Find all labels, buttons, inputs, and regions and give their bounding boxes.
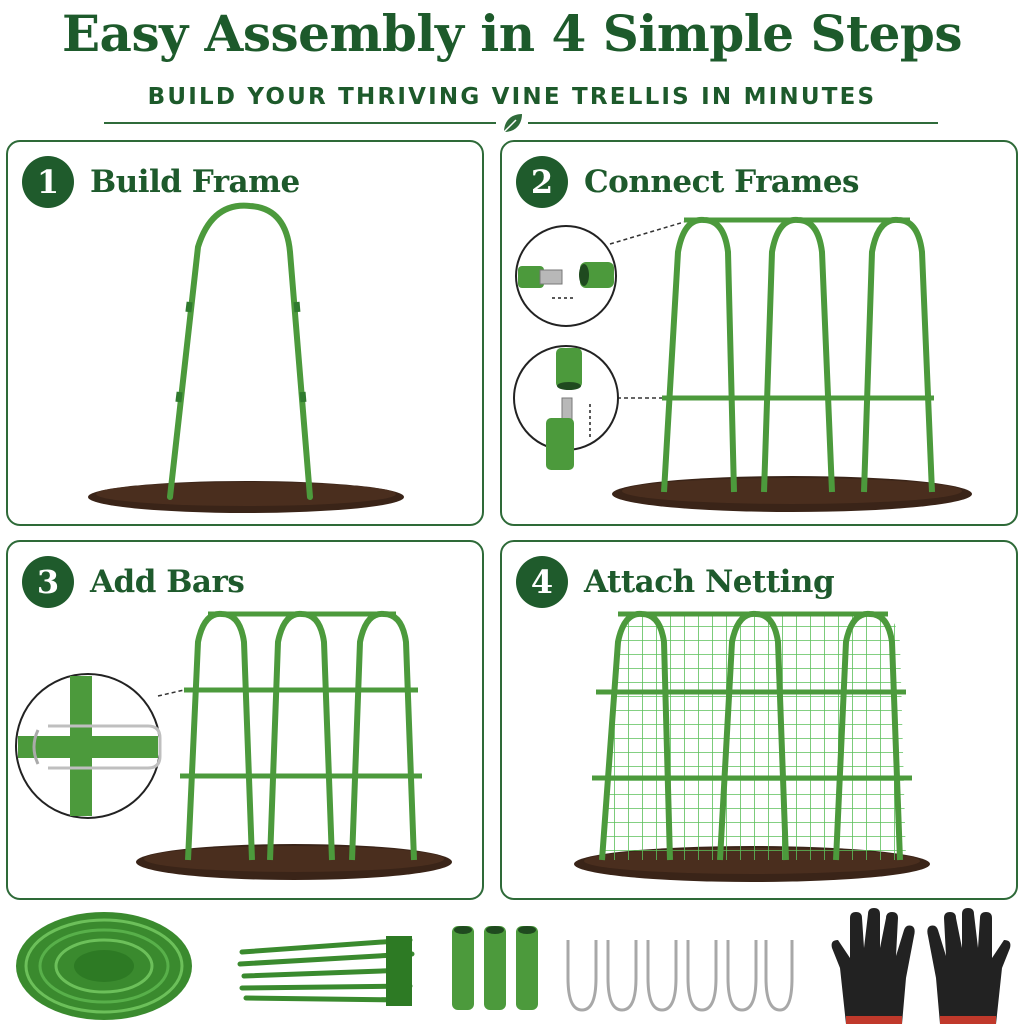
netting-attached-illustration bbox=[574, 610, 930, 882]
netting-roll-icon bbox=[16, 912, 192, 1020]
page-title: Easy Assembly in 4 Simple Steps bbox=[61, 4, 963, 63]
step-header-2: 2 Connect Frames bbox=[516, 156, 860, 208]
page-subtitle: BUILD YOUR THRIVING VINE TRELLIS IN MINU… bbox=[147, 84, 877, 110]
divider-left bbox=[104, 122, 496, 124]
step-number-badge: 3 bbox=[22, 556, 74, 608]
step-number-badge: 2 bbox=[516, 156, 568, 208]
step-panel-2: 2 Connect Frames bbox=[500, 140, 1018, 526]
step-number-badge: 4 bbox=[516, 556, 568, 608]
leaf-icon bbox=[503, 114, 522, 133]
step-title: Connect Frames bbox=[584, 164, 860, 200]
cable-ties-icon bbox=[237, 936, 415, 1006]
step-panel-1: 1 Build Frame bbox=[6, 140, 484, 526]
connected-frames-illustration bbox=[513, 216, 972, 512]
step-title: Attach Netting bbox=[584, 564, 835, 600]
gloves-icon bbox=[831, 908, 1011, 1024]
step-title: Add Bars bbox=[90, 564, 245, 600]
step-panel-4: 4 Attach Netting bbox=[500, 540, 1018, 900]
step-header-3: 3 Add Bars bbox=[22, 556, 245, 608]
step-number-badge: 1 bbox=[22, 156, 74, 208]
connector-tubes-icon bbox=[452, 926, 538, 1010]
single-frame-illustration bbox=[88, 202, 404, 513]
divider-right bbox=[528, 122, 938, 124]
step-header-1: 1 Build Frame bbox=[22, 156, 300, 208]
step-header-4: 4 Attach Netting bbox=[516, 556, 835, 608]
ground-stakes-icon bbox=[566, 940, 794, 1012]
step-panel-3: 3 Add Bars bbox=[6, 540, 484, 900]
frames-with-bars-illustration bbox=[15, 610, 452, 880]
step-title: Build Frame bbox=[90, 164, 300, 200]
